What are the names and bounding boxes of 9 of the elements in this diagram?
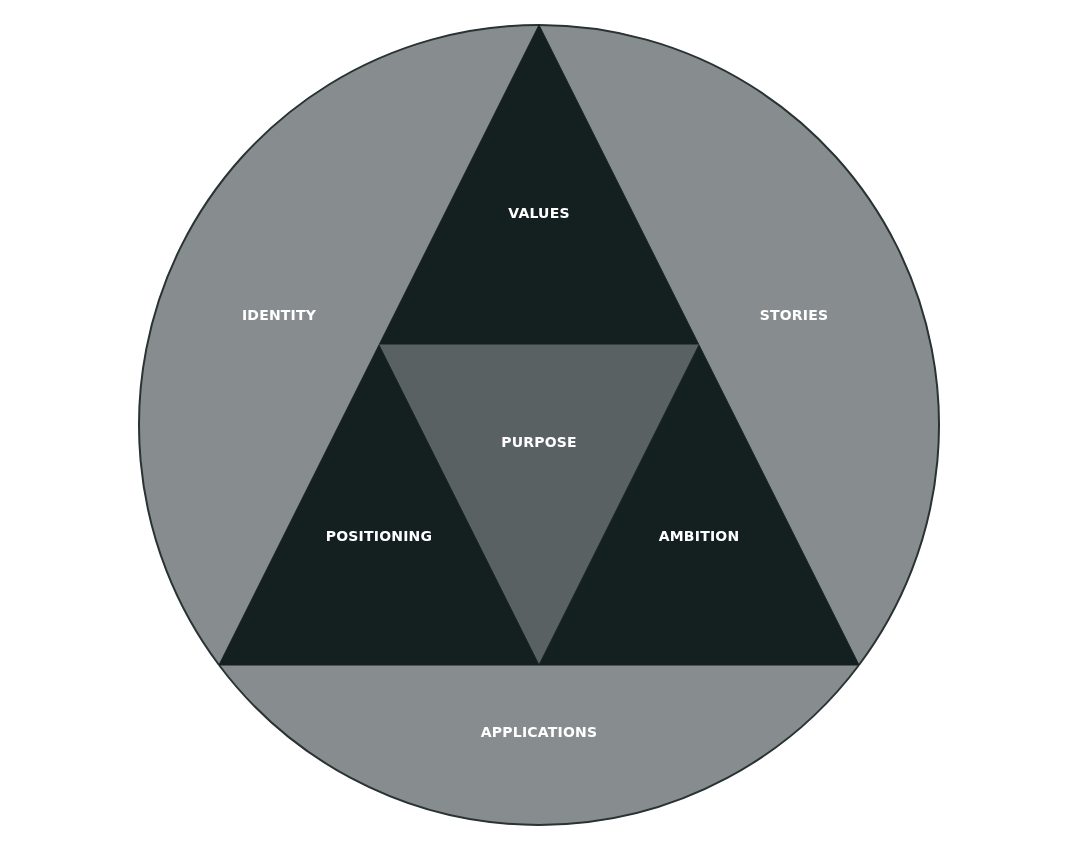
region-label: POSITIONING: [325, 528, 433, 544]
region-label: APPLICATIONS: [480, 724, 598, 740]
region-label: IDENTITY: [241, 307, 317, 323]
region-label: AMBITION: [658, 528, 740, 544]
circle-segment: [219, 665, 859, 825]
region-label: STORIES: [759, 307, 829, 323]
region-label: VALUES: [508, 205, 570, 221]
triangle-segment: [379, 25, 699, 345]
region-label: PURPOSE: [501, 434, 577, 450]
